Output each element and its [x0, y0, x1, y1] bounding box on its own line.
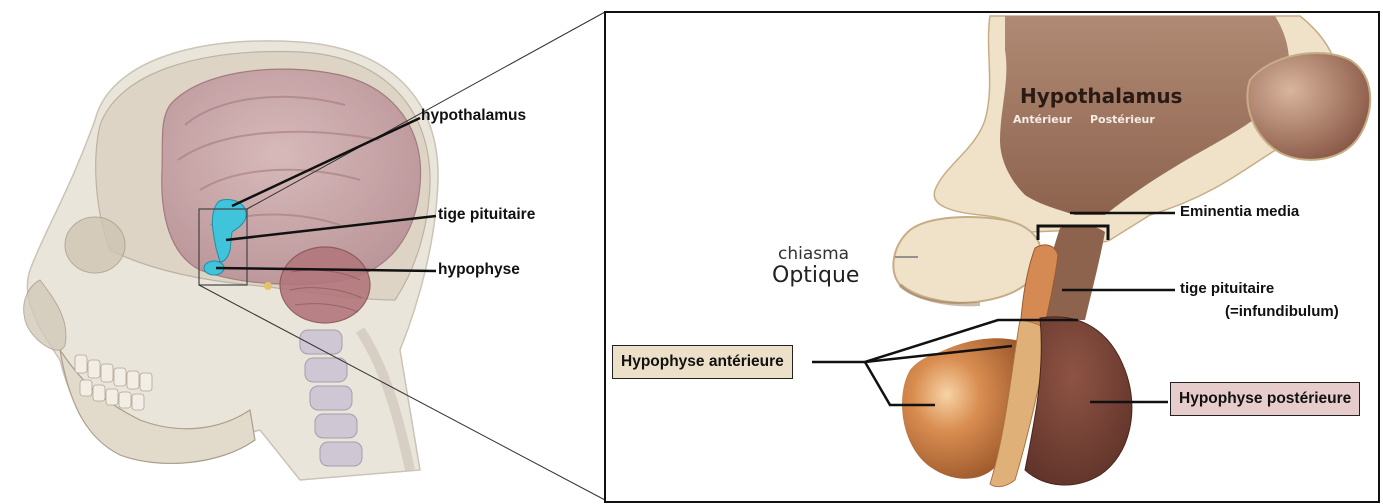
left-label-hypothalamus: hypothalamus [421, 107, 526, 125]
label-optique: Optique [772, 263, 859, 288]
label-posterieur: Postérieur [1090, 113, 1155, 126]
label-anterieur: Antérieur [1013, 113, 1072, 126]
skull-illustration [24, 41, 438, 480]
label-tige-pituitaire: tige pituitaire [1180, 280, 1274, 297]
label-chiasma: chiasma [778, 244, 849, 264]
hypothalamus-title: Hypothalamus [1020, 84, 1182, 108]
label-hypophyse-posterieure: Hypophyse postérieure [1170, 382, 1360, 416]
label-infundibulum: (=infundibulum) [1225, 303, 1339, 320]
left-label-tige-pituitaire: tige pituitaire [438, 206, 535, 224]
label-eminentia-media: Eminentia media [1180, 203, 1299, 220]
label-hypophyse-anterieure: Hypophyse antérieure [612, 345, 793, 379]
left-label-hypophyse: hypophyse [438, 261, 520, 279]
